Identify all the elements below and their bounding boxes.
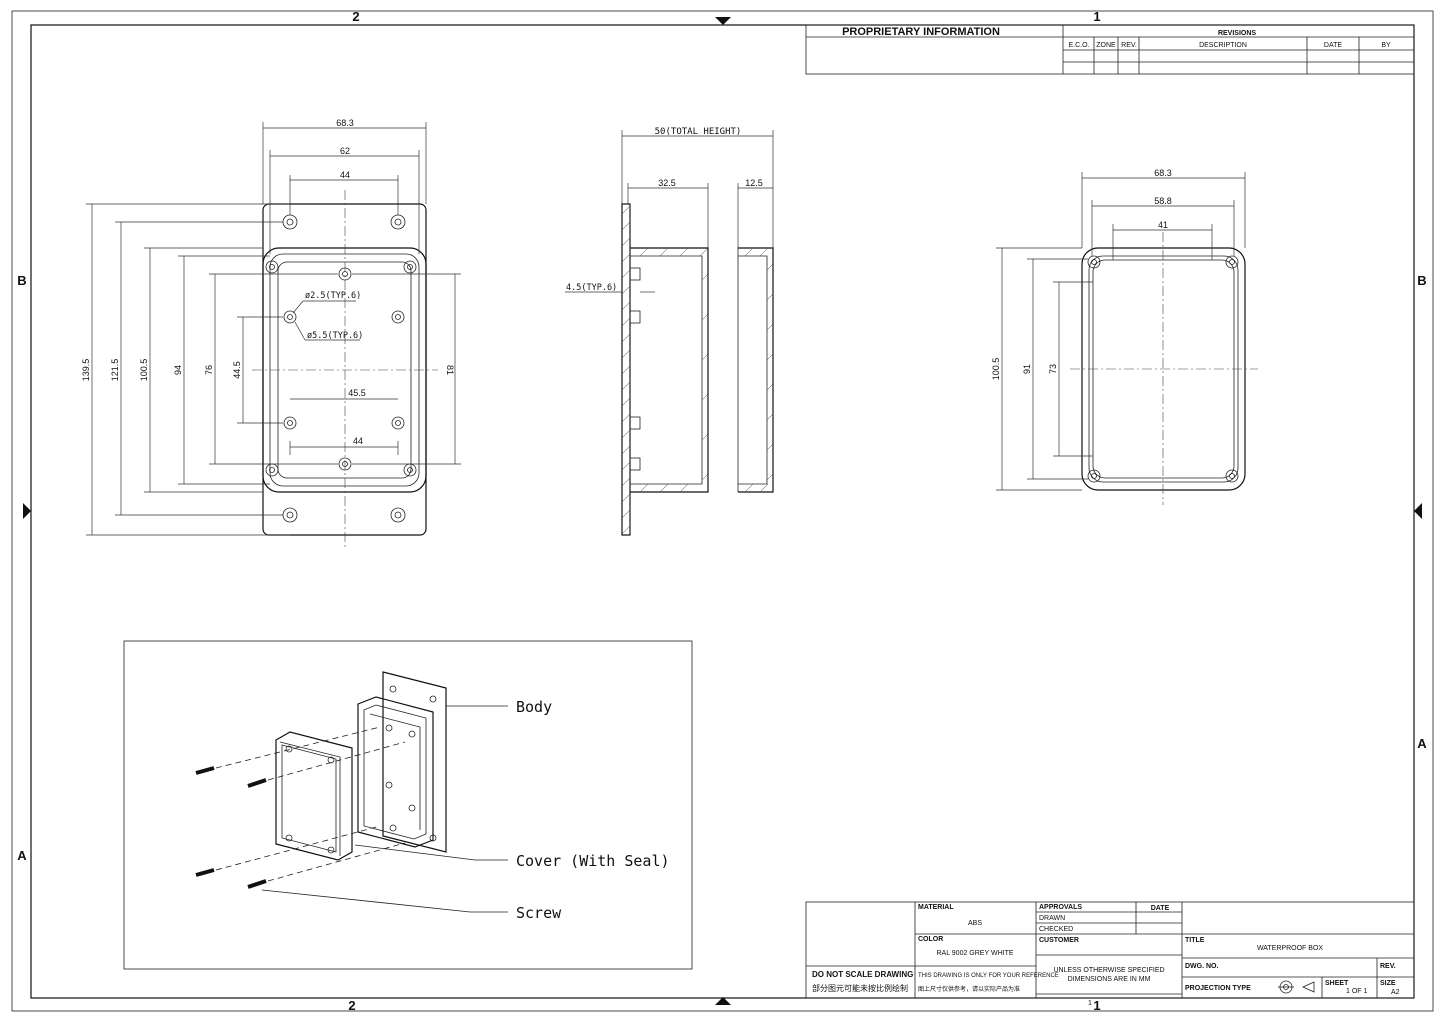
center-mark-left bbox=[23, 503, 31, 519]
size-value: A2 bbox=[1391, 989, 1400, 996]
callout-dia-5-5: ø5.5(TYP.6) bbox=[307, 331, 363, 341]
dim-body-depth: 32.5 bbox=[658, 178, 676, 188]
do-not-scale: DO NOT SCALE DRAWING bbox=[812, 970, 913, 979]
proprietary-info: PROPRIETARY INFORMATION bbox=[842, 26, 1000, 38]
lid-dim-91: 91 bbox=[1022, 364, 1032, 374]
label-screw: Screw bbox=[516, 904, 562, 922]
zone-bottom-2: 2 bbox=[348, 998, 355, 1013]
dim-height-100-5: 100.5 bbox=[139, 359, 149, 382]
col-by: BY bbox=[1381, 42, 1391, 49]
exploded-view: Body Cover (With Seal) Screw bbox=[123, 640, 693, 970]
dim-wall-thickness: 4.5(TYP.6) bbox=[566, 283, 617, 293]
front-view: 68.3 62 44 139.5 121.5 100.5 94 76 44.5 … bbox=[81, 118, 461, 548]
col-rev: REV. bbox=[1121, 42, 1137, 49]
label-body: Body bbox=[516, 698, 552, 716]
checked-label: CHECKED bbox=[1039, 926, 1073, 933]
col-date: DATE bbox=[1324, 42, 1342, 49]
date-label: DATE bbox=[1151, 905, 1170, 912]
title-block: MATERIAL ABS COLOR RAL 9002 GREY WHITE A… bbox=[805, 901, 1415, 1007]
reference-note: THIS DRAWING IS ONLY FOR YOUR REFERENCE bbox=[918, 973, 1059, 979]
drawn-label: DRAWN bbox=[1039, 915, 1065, 922]
sheet-value: 1 OF 1 bbox=[1346, 988, 1368, 995]
dim-height-139-5: 139.5 bbox=[81, 359, 91, 382]
dim-width-44: 44 bbox=[340, 170, 350, 180]
dim-height-81: 81 bbox=[445, 365, 455, 375]
page-number: 1 bbox=[1088, 1000, 1092, 1007]
lid-dim-73: 73 bbox=[1048, 364, 1058, 374]
col-zone: ZONE bbox=[1096, 42, 1116, 49]
lid-dim-58-8: 58.8 bbox=[1154, 196, 1172, 206]
approvals-label: APPROVALS bbox=[1039, 904, 1082, 911]
dim-lid-depth: 12.5 bbox=[745, 178, 763, 188]
lid-dim-41: 41 bbox=[1158, 220, 1168, 230]
zone-left-a: A bbox=[17, 848, 27, 863]
inner-border bbox=[30, 24, 1415, 999]
zone-top-1: 1 bbox=[1093, 9, 1100, 24]
color-value: RAL 9002 GREY WHITE bbox=[936, 950, 1013, 957]
dim-inner-45-5: 45.5 bbox=[348, 388, 366, 398]
material-value: ABS bbox=[968, 920, 982, 927]
do-not-scale-cn: 部分图元可能未按比例绘制 bbox=[812, 983, 908, 993]
reference-note-cn: 图上尺寸仅供参考，请以实际产品为准 bbox=[918, 985, 1020, 993]
center-mark-bottom bbox=[715, 997, 731, 1005]
zone-right-a: A bbox=[1417, 736, 1427, 751]
revisions-title: REVISIONS bbox=[1218, 30, 1256, 37]
projection-label: PROJECTION TYPE bbox=[1185, 985, 1251, 992]
dim-width-62: 62 bbox=[340, 146, 350, 156]
col-eco: E.C.O. bbox=[1068, 42, 1089, 49]
dim-height-76: 76 bbox=[204, 365, 214, 375]
center-mark-top bbox=[715, 17, 731, 25]
lid-dim-100-5: 100.5 bbox=[991, 358, 1001, 381]
rev-label: REV. bbox=[1380, 963, 1396, 970]
material-label: MATERIAL bbox=[918, 904, 954, 911]
unless-note: UNLESS OTHERWISE SPECIFIED bbox=[1053, 967, 1164, 974]
dim-height-121-5: 121.5 bbox=[110, 359, 120, 382]
zone-bottom-1: 1 bbox=[1093, 998, 1100, 1013]
color-label: COLOR bbox=[918, 936, 943, 943]
dims-mm-note: DIMENSIONS ARE IN MM bbox=[1068, 976, 1151, 983]
callout-dia-2-5: ø2.5(TYP.6) bbox=[305, 291, 361, 301]
zone-top-2: 2 bbox=[352, 9, 359, 24]
label-cover: Cover (With Seal) bbox=[516, 852, 670, 870]
col-description: DESCRIPTION bbox=[1199, 42, 1247, 49]
customer-label: CUSTOMER bbox=[1039, 937, 1079, 944]
drawing-title: WATERPROOF BOX bbox=[1257, 945, 1323, 952]
title-label: TITLE bbox=[1185, 937, 1205, 944]
side-view: 50(TOTAL HEIGHT) 32.5 12.5 bbox=[565, 127, 774, 536]
dim-inner-44: 44 bbox=[353, 436, 363, 446]
dim-height-44-5: 44.5 bbox=[232, 361, 242, 379]
lid-dim-68-3: 68.3 bbox=[1154, 168, 1172, 178]
dim-total-height: 50(TOTAL HEIGHT) bbox=[655, 127, 742, 137]
sheet-label: SHEET bbox=[1325, 980, 1349, 987]
dim-width-68-3: 68.3 bbox=[336, 118, 354, 128]
dim-height-94: 94 bbox=[173, 365, 183, 375]
size-label: SIZE bbox=[1380, 980, 1396, 987]
center-mark-right bbox=[1414, 503, 1422, 519]
outer-border bbox=[11, 10, 1434, 1012]
zone-right-b: B bbox=[1417, 273, 1426, 288]
lid-view: 68.3 58.8 41 100.5 91 73 bbox=[991, 168, 1258, 505]
revisions-block: PROPRIETARY INFORMATION REVISIONS E.C.O.… bbox=[805, 24, 1415, 75]
zone-left-b: B bbox=[17, 273, 26, 288]
dwg-no-label: DWG. NO. bbox=[1185, 963, 1218, 970]
